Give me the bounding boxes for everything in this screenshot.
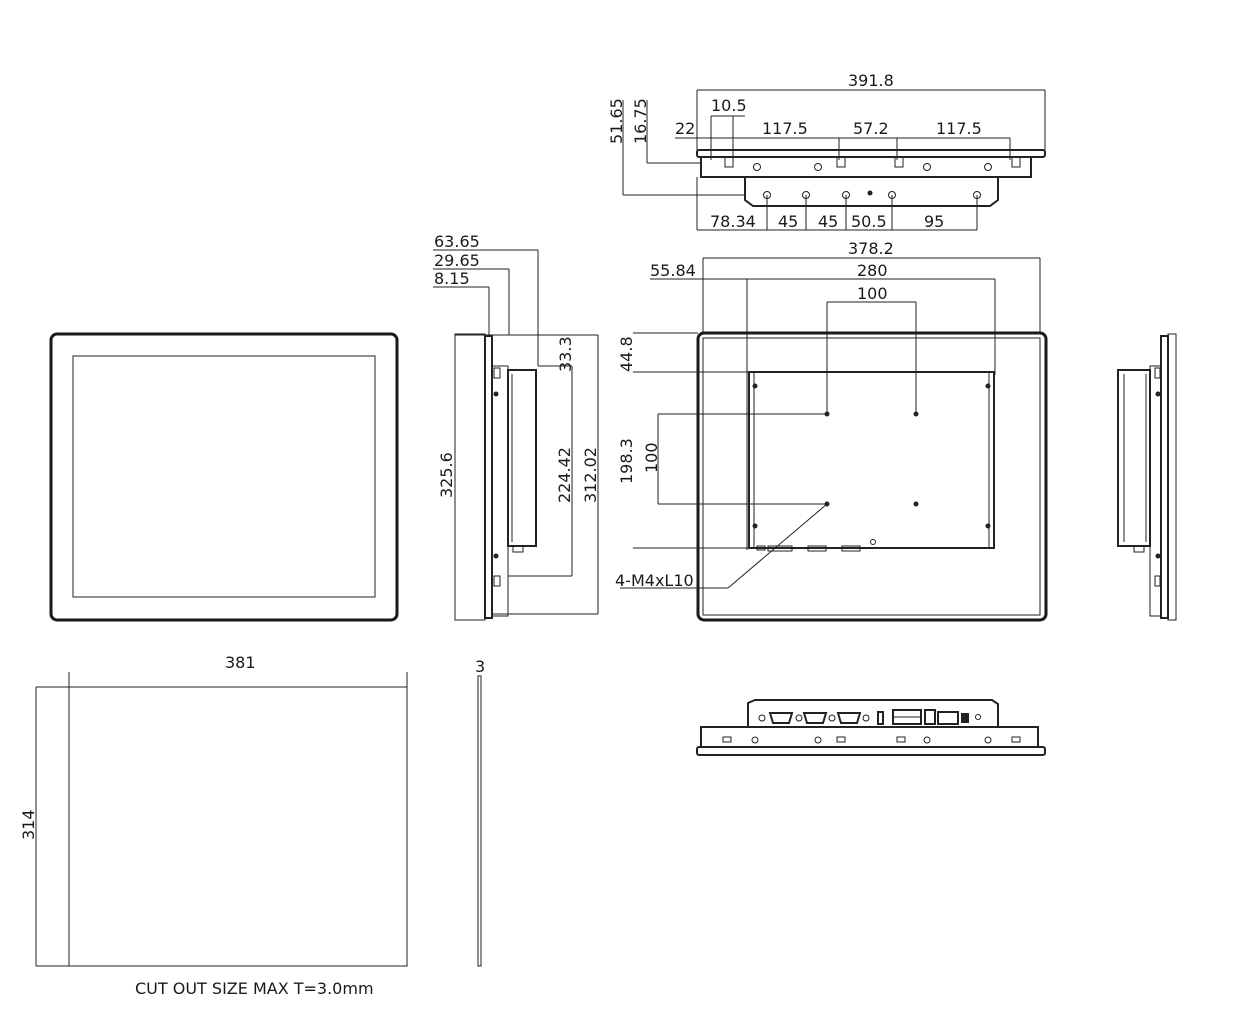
top-chassis (700, 156, 1032, 178)
cutout-width: 381 (225, 653, 256, 672)
cutout-thickness: 3 (475, 657, 485, 676)
dim-117-5-a: 117.5 (762, 119, 808, 138)
usb-stack (924, 709, 936, 725)
dim-33-3: 33.3 (556, 336, 575, 372)
side-frame (484, 335, 493, 619)
rside-bezel (1167, 333, 1177, 621)
side-view: 63.65 29.65 8.15 33.3 325.6 224.42 312.0… (433, 232, 600, 621)
top-rear-box (744, 177, 999, 207)
right-side-view (1117, 333, 1177, 621)
top-view: 391.8 51.65 16.75 10.5 22 117.5 57.2 117… (607, 71, 1046, 231)
dim-16-75: 16.75 (631, 98, 650, 144)
dim-198-3: 198.3 (617, 438, 636, 484)
rear-box (748, 371, 995, 549)
rear-inner (702, 337, 1041, 616)
dim-325-6: 325.6 (437, 452, 456, 498)
top-bezel (696, 149, 1046, 158)
dim-8-15: 8.15 (434, 269, 470, 288)
dim-10-5: 10.5 (711, 96, 747, 115)
com-port-1 (758, 712, 803, 724)
dim-280: 280 (857, 261, 888, 280)
cutout-caption: CUT OUT SIZE MAX T=3.0mm (135, 979, 374, 998)
dim-100-v: 100 (642, 442, 661, 473)
rside-frame (1160, 335, 1169, 619)
com-port-3 (836, 712, 870, 724)
rear-view: 378.2 55.84 280 100 (615, 239, 1048, 622)
dim-378-2: 378.2 (848, 239, 894, 258)
cutout-height: 314 (19, 809, 38, 840)
dim-95: 95 (924, 212, 944, 231)
dim-55-84: 55.84 (650, 261, 696, 280)
dim-29-65: 29.65 (434, 251, 480, 270)
rear-bezel (696, 331, 1048, 622)
bottom-rear-box (747, 699, 999, 727)
dim-63-65: 63.65 (434, 232, 480, 251)
bottom-bezel (696, 746, 1046, 756)
dim-51-65: 51.65 (607, 98, 626, 144)
dim-78-34: 78.34 (710, 212, 756, 231)
cutout-rect (68, 686, 408, 967)
panel-thickness (477, 675, 482, 967)
bottom-view (696, 699, 1046, 756)
rside-rear-box (1117, 369, 1151, 547)
dim-391-8: 391.8 (848, 71, 894, 90)
note-screws: 4-M4xL10 (615, 571, 694, 590)
dim-50-5: 50.5 (851, 212, 887, 231)
dim-45-b: 45 (818, 212, 838, 231)
dim-45-a: 45 (778, 212, 798, 231)
dim-117-5-b: 117.5 (936, 119, 982, 138)
cutout-view: 381 314 CUT OUT SIZE MAX T=3.0mm 3 (19, 653, 485, 998)
front-screen (72, 355, 376, 598)
front-view (49, 332, 399, 622)
dim-57-2: 57.2 (853, 119, 889, 138)
dim-100-h: 100 (857, 284, 888, 303)
side-bezel (454, 333, 486, 621)
dim-224-42: 224.42 (555, 447, 574, 503)
dim-22: 22 (675, 119, 695, 138)
com-port-2 (802, 712, 836, 724)
front-bezel (49, 332, 399, 622)
dim-44-8: 44.8 (617, 336, 636, 372)
usb-port (877, 711, 884, 725)
dim-312-02: 312.02 (581, 447, 600, 503)
terminal-block (937, 711, 959, 725)
